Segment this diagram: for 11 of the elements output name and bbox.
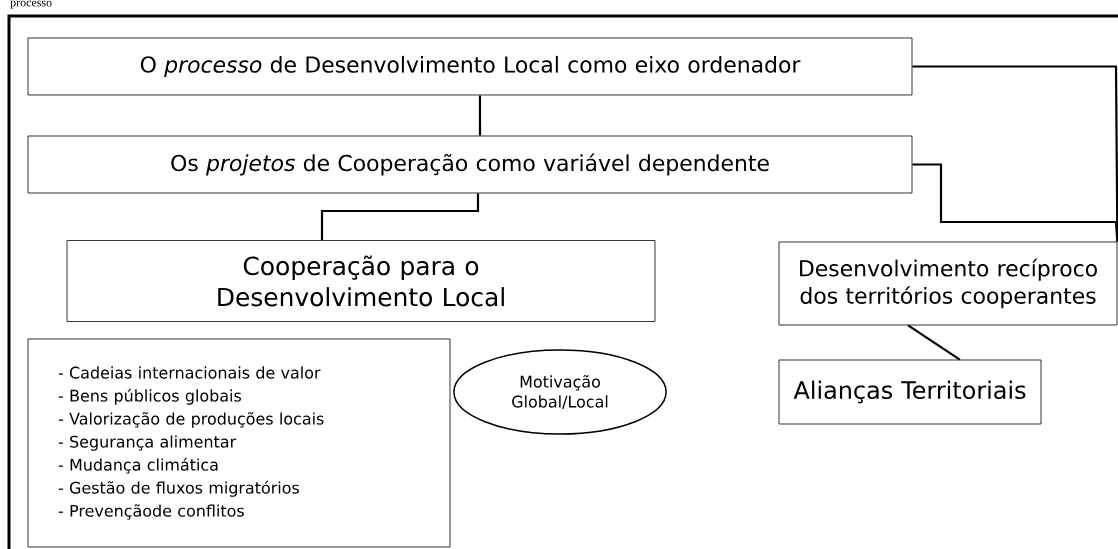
connector-line xyxy=(320,193,480,241)
connector-line xyxy=(907,324,961,361)
caption-fragment: processo xyxy=(10,0,52,9)
text-box: Alianças Territoriais xyxy=(778,359,1042,425)
text-box: Os projetos de Cooperação como variável dependente xyxy=(27,135,913,194)
list-box: - Cadeias internacionais de valor - Bens públicos globais - Valorização de produções locais - Segurança alimentar - Mudança climática - Gestão de fluxos migratórios - Prevençãode conflitos xyxy=(27,338,451,548)
text-box: O processo de Desenvolvimento Local como eixo ordenador xyxy=(27,37,913,96)
connector-line xyxy=(912,163,1118,242)
text-box: Desenvolvimento recíproco dos territórios cooperantes xyxy=(778,241,1118,326)
connector-line xyxy=(478,95,482,136)
text-box: Cooperação para o Desenvolvimento Local xyxy=(66,240,656,322)
